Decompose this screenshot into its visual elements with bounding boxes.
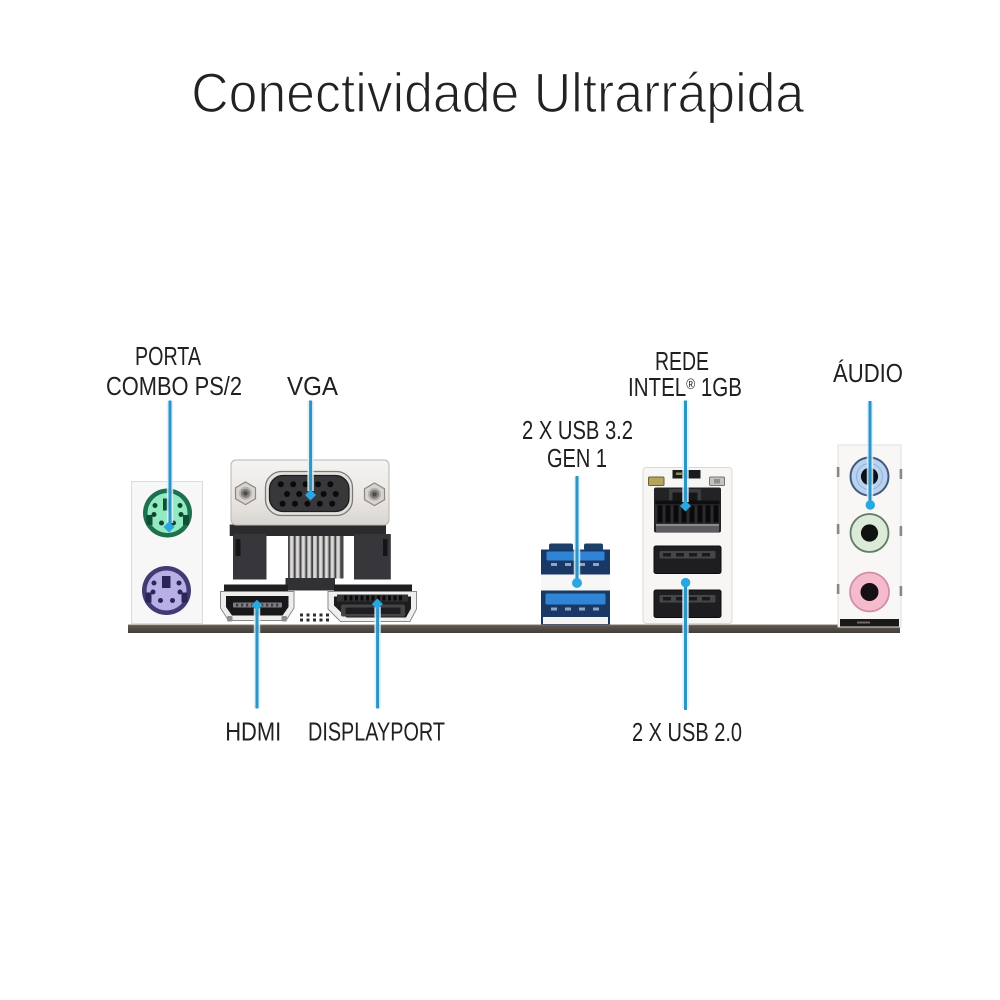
svg-text:DISPLAYPORT: DISPLAYPORT <box>308 719 445 747</box>
svg-text:Conectividade Ultrarrápida: Conectividade Ultrarrápida <box>191 62 804 124</box>
svg-text:HDMI: HDMI <box>225 719 281 747</box>
svg-text:PORTA: PORTA <box>135 343 201 371</box>
svg-text:REDE: REDE <box>655 348 709 376</box>
svg-text:2 X USB 3.2: 2 X USB 3.2 <box>522 417 633 445</box>
svg-text:ÁUDIO: ÁUDIO <box>833 359 903 388</box>
svg-text:VGA: VGA <box>287 373 338 401</box>
svg-text:INTEL® 1GB: INTEL® 1GB <box>628 374 742 402</box>
svg-text:COMBO PS/2: COMBO PS/2 <box>106 373 242 401</box>
svg-text:2 X USB 2.0: 2 X USB 2.0 <box>632 719 742 747</box>
svg-text:GEN 1: GEN 1 <box>547 445 607 473</box>
